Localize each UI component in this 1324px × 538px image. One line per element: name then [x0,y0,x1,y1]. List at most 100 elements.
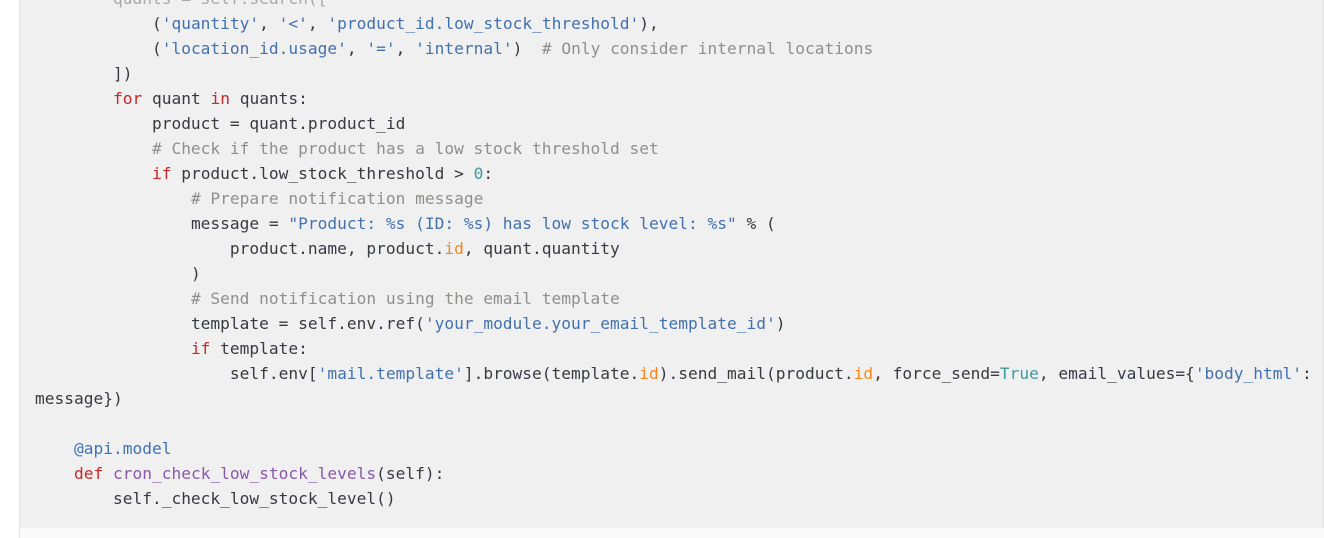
code-line: message = "Product: %s (ID: %s) has low … [35,211,1312,236]
code-line: def cron_check_low_stock_levels(self): [35,461,1312,486]
code-string: 'quantity' [161,14,260,33]
code-text: ].browse(template. [463,364,640,383]
code-text: , email_values={ [1038,364,1195,383]
code-text: , force_send= [873,364,1000,383]
code-comment: # Only consider internal locations [541,39,874,58]
code-indent [35,214,191,233]
code-indent [35,39,152,58]
code-indent [35,114,152,133]
code-line: ]) [35,61,1312,86]
code-indent [35,364,230,383]
code-string: 'your_module.your_email_template_id' [424,314,776,333]
code-indent [35,64,113,83]
code-text: ) [512,39,542,58]
code-text: product = quant.product_id [151,114,406,133]
code-text: (self): [376,464,445,483]
code-line: product = quant.product_id [35,111,1312,136]
code-line: message}) [35,386,1312,411]
code-block-footer [19,528,1324,538]
code-text: ]) [112,64,133,83]
code-indent [35,189,191,208]
code-line: @api.model [35,436,1312,461]
code-string: 'body_html' [1194,364,1303,383]
code-decorator: @api.model [73,439,172,458]
code-number: 0 [473,164,484,183]
code-text: ) [190,264,201,283]
code-block[interactable]: quants = self.search([ ('quantity', '<',… [19,0,1324,528]
code-text: ).send_mail(product. [658,364,854,383]
code-line: if template: [35,336,1312,361]
code-indent [35,489,113,508]
code-text: ) [775,314,786,333]
code-keyword: def [73,464,104,483]
code-text: : [1302,364,1312,383]
code-text: self.env[ [229,364,318,383]
code-indent [35,339,191,358]
code-keyword: if [151,164,172,183]
code-listing: quants = self.search([ ('quantity', '<',… [35,0,1312,511]
code-line: product.name, product.id, quant.quantity [35,236,1312,261]
code-text: , [346,39,367,58]
code-line: for quant in quants: [35,86,1312,111]
code-text: message}) [35,389,123,408]
code-string: 'internal' [415,39,513,58]
code-text: ( [151,39,162,58]
code-line: ('location_id.usage', '=', 'internal') #… [35,36,1312,61]
code-text: template: [210,339,308,358]
code-text: , quant.quantity [463,239,620,258]
code-text: product.low_stock_threshold > [171,164,474,183]
code-line: ('quantity', '<', 'product_id.low_stock_… [35,11,1312,36]
code-text: , [259,14,279,33]
code-line: if product.low_stock_threshold > 0: [35,161,1312,186]
code-string: 'mail.template' [317,364,464,383]
code-text: self._check_low_stock_level() [112,489,396,508]
code-keyword: for [112,89,143,108]
code-attribute: id [444,239,464,258]
code-text: , [307,14,328,33]
code-string: 'product_id.low_stock_threshold' [327,14,640,33]
code-text: message = [190,214,289,233]
code-string: '<' [278,14,308,33]
code-text: ( [151,14,162,33]
code-builtin: True [999,364,1039,383]
code-indent [35,264,191,283]
code-indent [35,289,191,308]
code-comment: # Check if the product has a low stock t… [151,139,659,158]
code-line: # Send notification using the email temp… [35,286,1312,311]
code-indent [35,14,152,33]
code-indent [35,0,113,8]
code-text: ), [639,14,659,33]
code-line: quants = self.search([ [35,0,1312,11]
code-text: quants = self.search([ [113,0,327,8]
code-indent [35,164,152,183]
code-indent [35,239,230,258]
code-indent [35,89,113,108]
code-string: "Product: %s (ID: %s) has low stock leve… [288,214,737,233]
code-line: self.env['mail.template'].browse(templat… [35,361,1312,386]
code-string: '=' [366,39,396,58]
code-text: product.name, product. [229,239,445,258]
code-indent [35,464,74,483]
code-string: 'location_id.usage' [161,39,347,58]
code-keyword: if [190,339,211,358]
code-attribute: id [853,364,874,383]
code-line [35,411,1312,436]
code-text [103,464,113,483]
code-line: # Prepare notification message [35,186,1312,211]
code-keyword: in [210,89,230,108]
code-text: , [395,39,416,58]
code-text: : [483,164,494,183]
code-comment: # Prepare notification message [190,189,484,208]
code-text: quant [142,89,211,108]
code-function-name: cron_check_low_stock_levels [112,464,377,483]
code-line: # Check if the product has a low stock t… [35,136,1312,161]
code-indent [35,139,152,158]
code-line: self._check_low_stock_level() [35,486,1312,511]
code-text: template = self.env.ref( [190,314,425,333]
code-text: quants: [229,89,308,108]
code-text: % ( [736,214,776,233]
code-indent [35,314,191,333]
code-line: ) [35,261,1312,286]
code-comment: # Send notification using the email temp… [190,289,620,308]
